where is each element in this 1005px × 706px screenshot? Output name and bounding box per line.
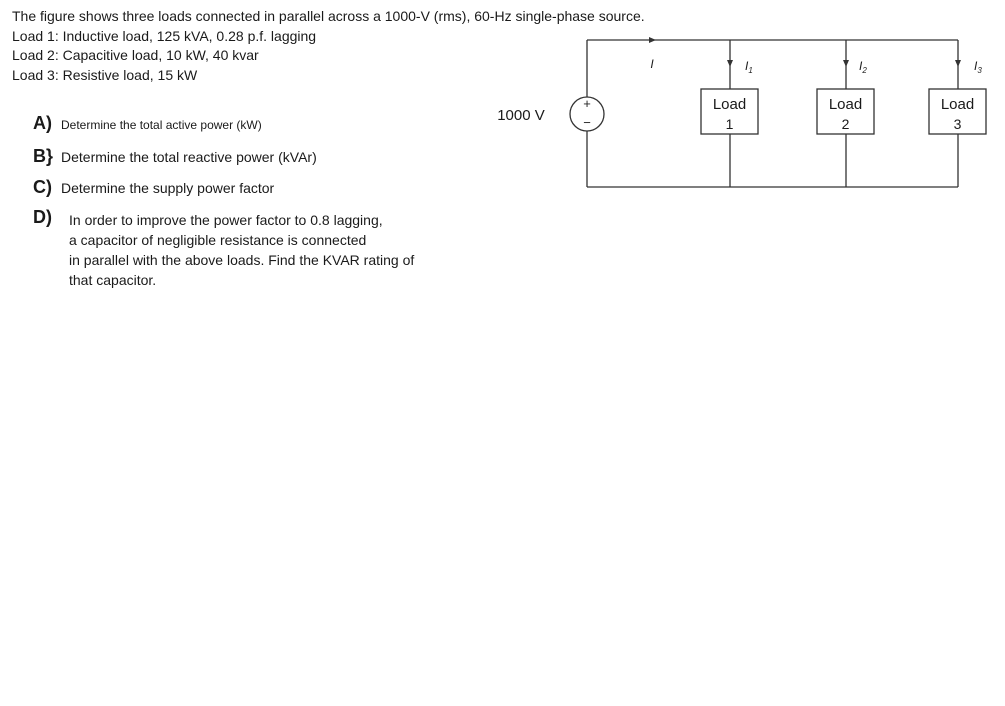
- question-letter: C): [33, 177, 52, 197]
- problem-intro: The figure shows three loads connected i…: [12, 7, 645, 85]
- question-c: C) Determine the supply power factor: [33, 177, 274, 198]
- load2-label-word: Load: [829, 96, 862, 113]
- load2-current-arrow-icon: [843, 60, 849, 67]
- load2-current-label: I2: [859, 59, 867, 75]
- question-letter: B}: [33, 146, 54, 166]
- load3-current-label: I3: [974, 59, 982, 75]
- question-b: B} Determine the total reactive power (kV…: [33, 146, 317, 167]
- intro-line: Load 1: Inductive load, 125 kVA, 0.28 p.…: [12, 27, 317, 44]
- load3-label-word: Load: [941, 96, 974, 113]
- current-base: I: [745, 59, 749, 73]
- question-letter: D): [33, 207, 52, 227]
- load2-box: [816, 88, 875, 135]
- load3-current-arrow-icon: [955, 60, 961, 67]
- question-line: In order to improve the power factor to …: [69, 212, 383, 228]
- intro-line: Load 2: Capacitive load, 10 kW, 40 kvar: [12, 47, 259, 63]
- source-voltage-label: 1000 V: [497, 107, 545, 124]
- current-subscript: 3: [977, 66, 982, 75]
- question-text: Determine the supply power factor: [61, 180, 275, 196]
- load1-box: [700, 88, 759, 135]
- load2-label-number: 2: [842, 116, 850, 132]
- question-line: a capacitor of negligible resistance is …: [69, 232, 367, 248]
- load1-label-number: 1: [726, 116, 734, 132]
- main-current-arrow-icon: [649, 37, 656, 43]
- intro-line: Load 3: Resistive load, 15 kW: [12, 66, 198, 83]
- current-subscript: 1: [748, 66, 752, 75]
- question-line: that capacitor.: [69, 272, 157, 288]
- question-line: in parallel with the above loads. Find t…: [69, 252, 415, 268]
- question-a: A) Determine the total active power (kW): [33, 113, 262, 134]
- source-minus-sign: −: [583, 115, 591, 130]
- voltage-source-symbol: [569, 96, 605, 132]
- load1-label-word: Load: [713, 96, 746, 113]
- current-base: I: [974, 59, 978, 73]
- current-base: I: [859, 59, 863, 73]
- question-text: Determine the total reactive power (kVAr…: [61, 149, 317, 165]
- intro-line: The figure shows three loads connected i…: [12, 8, 645, 24]
- source-plus-sign: +: [583, 96, 591, 111]
- load1-current-arrow-icon: [727, 60, 733, 67]
- load3-label-number: 3: [954, 116, 962, 132]
- main-current-label: I: [650, 57, 654, 71]
- load3-box: [928, 88, 987, 135]
- current-subscript: 2: [861, 66, 867, 75]
- question-letter: A): [33, 113, 52, 133]
- question-text: Determine the total active power (kW): [61, 118, 262, 132]
- load1-current-label: I1: [745, 59, 753, 75]
- question-text-block: In order to improve the power factor to …: [69, 210, 414, 290]
- question-d: D) In order to improve the power factor …: [33, 207, 414, 288]
